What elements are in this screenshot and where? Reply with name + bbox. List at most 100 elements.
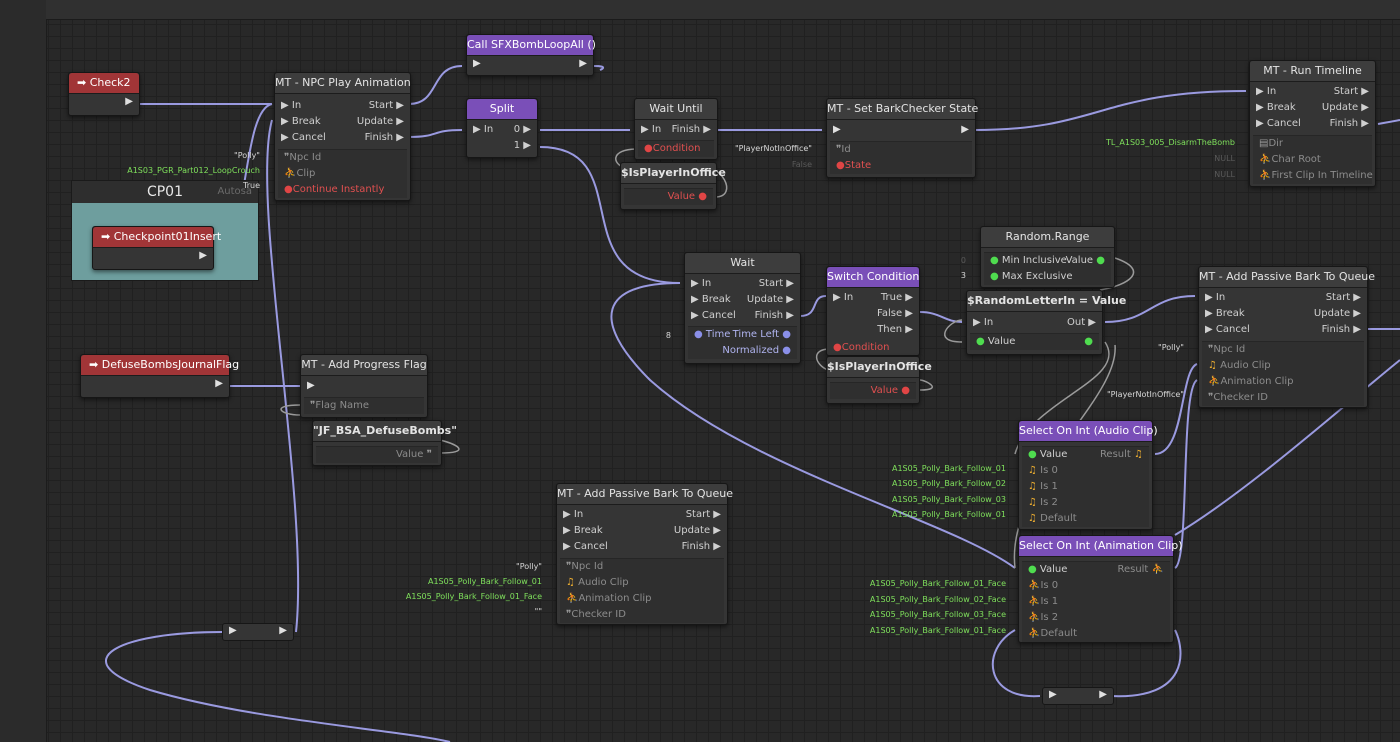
param-port[interactable]: ⛹Animation Clip <box>566 593 652 604</box>
flow-in-port[interactable]: ▶ Cancel <box>281 132 326 143</box>
param-port[interactable]: ▤Dir <box>1259 138 1284 149</box>
node-check2[interactable]: ➡ Check2 ▶ <box>68 72 140 116</box>
node-defuse-journal-flag[interactable]: ➡ DefuseBombsJournalFlag ▶ <box>80 354 239 398</box>
param-port[interactable]: ♫ Default <box>1028 513 1077 524</box>
param-port[interactable]: ●Condition <box>833 342 890 353</box>
flow-out-port[interactable]: ▶ <box>125 96 133 107</box>
param-port[interactable]: ● Value <box>1028 564 1068 575</box>
flow-out-port[interactable]: ▶ <box>1099 689 1107 700</box>
ext-value-anim-is1[interactable]: A1S05_Polly_Bark_Follow_02_Face <box>869 595 1006 604</box>
flow-in-port[interactable]: ▶ <box>833 124 841 135</box>
ext-value-audio-is0[interactable]: A1S05_Polly_Bark_Follow_01 <box>891 464 1006 473</box>
param-port[interactable]: ❞Checker ID <box>1208 392 1268 403</box>
node-checkpoint-insert[interactable]: ➡ Checkpoint01Insert ▶ <box>92 226 221 270</box>
flow-out-port[interactable]: Start ▶ <box>758 278 794 289</box>
ext-value-audio-default[interactable]: A1S05_Polly_Bark_Follow_01 <box>891 510 1006 519</box>
flow-out-port[interactable]: Out ▶ <box>1066 317 1096 328</box>
flow-out-port[interactable]: ▶ <box>279 625 287 636</box>
param-port[interactable]: ⛹Is 2 <box>1028 612 1059 623</box>
flow-out-port[interactable]: Update ▶ <box>746 294 794 305</box>
param-port[interactable]: ● Time <box>694 329 731 340</box>
param-port[interactable]: ♫ Is 1 <box>1028 481 1058 492</box>
value-out-port[interactable]: Result ♫ <box>1099 449 1143 460</box>
flow-out-port[interactable]: Update ▶ <box>356 116 404 127</box>
param-port[interactable]: ⛹Default <box>1028 628 1077 639</box>
node-jf-string[interactable]: "JF_BSA_DefuseBombs" Value ❞ <box>312 420 457 466</box>
ext-value-npc-id[interactable]: "Polly" <box>234 151 260 160</box>
flow-out-port[interactable]: ▶ <box>215 378 223 389</box>
flow-in-port[interactable]: ▶ In <box>691 278 712 289</box>
param-port[interactable]: ●State <box>836 160 872 171</box>
ext-value-char-root[interactable]: NULL <box>1214 154 1235 163</box>
flow-out-port[interactable]: Finish ▶ <box>681 541 721 552</box>
flow-in-port[interactable]: ▶ In <box>1256 86 1277 97</box>
flow-in-port[interactable]: ▶ <box>1049 689 1057 700</box>
flow-out-port[interactable]: Finish ▶ <box>671 124 711 135</box>
ext-value-bark1-npc[interactable]: "Polly" <box>1158 343 1184 352</box>
flow-out-port[interactable]: Update ▶ <box>1321 102 1369 113</box>
ext-value-max[interactable]: 3 <box>960 271 966 280</box>
flow-out-port[interactable]: ▶ <box>961 124 969 135</box>
flow-in-port[interactable]: ▶ <box>473 58 481 69</box>
param-port[interactable]: ♫ Is 0 <box>1028 465 1058 476</box>
ext-value-anim-is2[interactable]: A1S05_Polly_Bark_Follow_03_Face <box>869 610 1006 619</box>
reroute-node-bottom[interactable]: ▶▶ <box>1042 687 1114 705</box>
ext-value-bark-id[interactable]: "PlayerNotInOffice" <box>734 144 812 153</box>
param-port[interactable]: ⛹First Clip In Timeline <box>1259 170 1373 181</box>
group-header[interactable]: CP01 Autosa <box>72 181 258 203</box>
flow-in-port[interactable]: ▶ In <box>973 317 994 328</box>
flow-out-port[interactable]: Then ▶ <box>877 324 913 335</box>
flow-out-port[interactable]: 0 ▶ <box>513 124 531 135</box>
flow-out-port[interactable]: Update ▶ <box>673 525 721 536</box>
param-port[interactable]: ❞Npc Id <box>566 561 604 572</box>
param-port[interactable]: ⛹Is 0 <box>1028 580 1059 591</box>
ext-value-bark-state[interactable]: False <box>791 160 812 169</box>
flow-out-port[interactable]: Start ▶ <box>685 509 721 520</box>
node-add-progress-flag[interactable]: MT - Add Progress Flag ▶ ❞Flag Name <box>300 354 428 418</box>
value-out-port[interactable]: ● <box>1084 336 1093 347</box>
ext-value-audio-is1[interactable]: A1S05_Polly_Bark_Follow_02 <box>891 479 1006 488</box>
flow-in-port[interactable]: ▶ Cancel <box>1256 118 1301 129</box>
param-port[interactable]: ♫ Is 2 <box>1028 497 1058 508</box>
flow-in-port[interactable]: ▶ Break <box>1256 102 1296 113</box>
param-port[interactable]: ⛹Clip <box>284 168 316 179</box>
param-port[interactable]: ❞Npc Id <box>284 152 322 163</box>
param-port[interactable]: Value ● <box>870 385 910 396</box>
flow-out-port[interactable]: Finish ▶ <box>1321 324 1361 335</box>
ext-value-clip[interactable]: A1S03_PGR_Part012_LoopCrouch <box>127 166 260 175</box>
flow-in-port[interactable]: ▶ Break <box>563 525 603 536</box>
flow-out-port[interactable]: ▶ <box>579 58 587 69</box>
ext-value-anim-is0[interactable]: A1S05_Polly_Bark_Follow_01_Face <box>869 579 1006 588</box>
ext-value-bark2-checker[interactable]: "" <box>534 607 542 616</box>
flow-in-port[interactable]: ▶ Cancel <box>1205 324 1250 335</box>
param-port[interactable]: ● Max Exclusive <box>990 271 1073 282</box>
value-out-port[interactable]: Value ● <box>1065 255 1105 266</box>
param-port[interactable]: ●Condition <box>644 143 701 154</box>
value-out-port[interactable]: Result ⛹ <box>1117 564 1164 575</box>
param-port[interactable]: ❞Flag Name <box>310 400 370 411</box>
flow-out-port[interactable]: Finish ▶ <box>364 132 404 143</box>
flow-in-port[interactable]: ▶ <box>307 380 315 391</box>
param-port[interactable]: ● Min Inclusive <box>990 255 1067 266</box>
node-set-barkchecker-state[interactable]: MT - Set BarkChecker State ▶▶ ❞Id ●State <box>826 98 978 178</box>
flow-out-port[interactable]: Finish ▶ <box>754 310 794 321</box>
ext-value-bark1-checker[interactable]: "PlayerNotInOffice" <box>1106 390 1184 399</box>
flow-in-port[interactable]: ▶ Break <box>1205 308 1245 319</box>
value-out-port[interactable]: Normalized ● <box>722 345 791 356</box>
flow-in-port[interactable]: ▶ In <box>563 509 584 520</box>
flow-in-port[interactable]: ▶ In <box>641 124 662 135</box>
flow-out-port[interactable]: ▶ <box>199 250 207 261</box>
param-port[interactable]: ⛹Is 1 <box>1028 596 1059 607</box>
flow-in-port[interactable]: ▶ In <box>281 100 302 111</box>
ext-value-bark2-npc[interactable]: "Polly" <box>516 562 542 571</box>
